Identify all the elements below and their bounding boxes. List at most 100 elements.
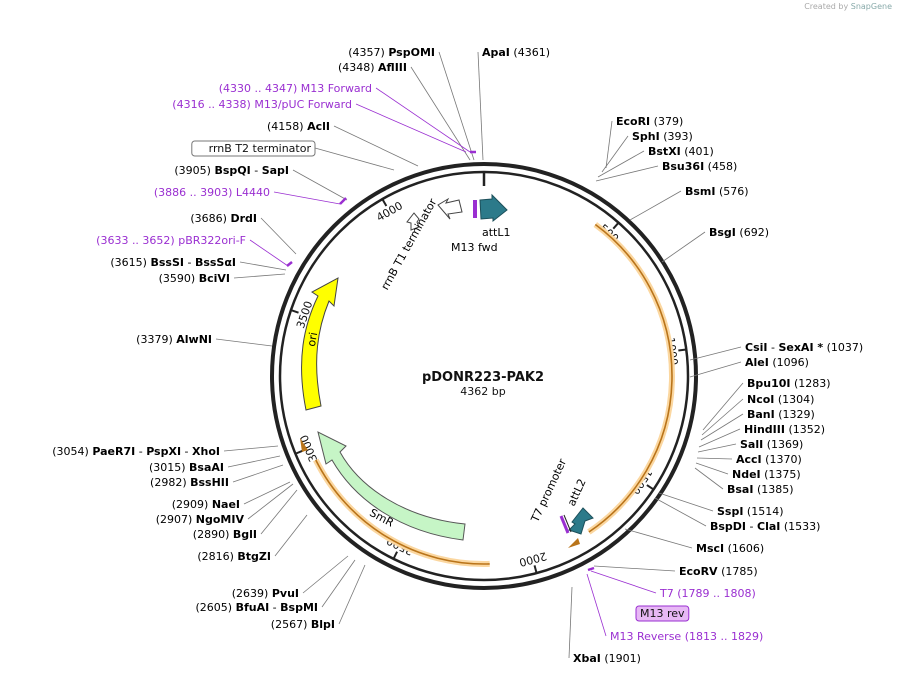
- site-bfuai[interactable]: (2605) BfuAI - BspMI: [195, 601, 318, 614]
- attl1-feature-arrow[interactable]: [479, 193, 508, 223]
- site-acci[interactable]: AccI (1370): [736, 453, 802, 466]
- smr-feature-arrow[interactable]: [317, 431, 466, 541]
- label-part: SapI: [262, 164, 289, 177]
- bsai-leader: [694, 467, 724, 490]
- site-naei[interactable]: (2909) NaeI: [172, 498, 240, 511]
- site-bsaai[interactable]: (3015) BsaAI: [149, 461, 224, 474]
- site-pbr[interactable]: (3633 .. 3652) pBR322ori-F: [96, 234, 246, 247]
- site-ngomiv[interactable]: (2907) NgoMIV: [156, 513, 245, 526]
- t7-promoter-mark: [563, 514, 572, 533]
- site-drdi[interactable]: (3686) DrdI: [190, 212, 257, 225]
- right-site-labels: EcoRI (379) SphI (393) BstXI (401) Bsu36I (…: [573, 115, 863, 665]
- label-part: Bpu10I: [747, 377, 791, 390]
- site-xbai[interactable]: XbaI (1901): [573, 652, 641, 665]
- site-alei[interactable]: AleI (1096): [745, 356, 809, 369]
- label-part: M13 Forward: [301, 82, 372, 95]
- site-paer7i[interactable]: (3054) PaeR7I - PspXI - XhoI: [52, 445, 220, 458]
- site-bspqi[interactable]: (3905) BspQI - SapI: [174, 164, 289, 177]
- apai-label: ApaI (4361): [482, 46, 550, 59]
- site-ecori[interactable]: EcoRI (379): [616, 115, 683, 128]
- site-ecorv[interactable]: EcoRV (1785): [679, 565, 758, 578]
- feature-arc-pak2[interactable]: [588, 223, 673, 533]
- site-bcivi[interactable]: (3590) BciVI: [159, 272, 230, 285]
- apai-leader: [477, 51, 484, 161]
- site-bsssi[interactable]: (3615) BssSI - BssSαI: [110, 256, 236, 269]
- site-hindiii[interactable]: HindIII (1352): [744, 423, 825, 436]
- site-m13f[interactable]: (4330 .. 4347) M13 Forward: [219, 82, 372, 95]
- tick-label: 4000: [374, 199, 405, 224]
- rrnb-t1-small-arrow[interactable]: [406, 212, 420, 231]
- site-sspi[interactable]: SspI (1514): [717, 505, 784, 518]
- label-part: (1329): [775, 408, 815, 421]
- site-bsu36i[interactable]: Bsu36I (458): [662, 160, 737, 173]
- site-m13reverse[interactable]: M13 Reverse (1813 .. 1829): [610, 630, 763, 643]
- site-sali[interactable]: SalI (1369): [740, 438, 803, 451]
- bfuai-label: (2605) BfuAI - BspMI: [195, 601, 318, 614]
- label-part: ClaI: [757, 520, 780, 533]
- label-part: (3886 .. 3903): [154, 186, 236, 199]
- site-l4440[interactable]: (3886 .. 3903) L4440: [154, 186, 270, 199]
- tick-label: 2000: [518, 549, 548, 569]
- blpi-label: (2567) BlpI: [271, 618, 335, 631]
- attl2-feature-arrow[interactable]: [568, 507, 594, 535]
- label-part: (2907): [156, 513, 196, 526]
- left-site-labels: (4357) PspOMI ApaI (4361) (4348) AflIII (43…: [52, 46, 550, 631]
- site-bsai[interactable]: BsaI (1385): [727, 483, 794, 496]
- site-bsshii[interactable]: (2982) BssHII: [150, 476, 229, 489]
- site-csii[interactable]: CsiI - SexAI * (1037): [745, 341, 863, 354]
- msci-label: MscI (1606): [696, 542, 764, 555]
- site-bsmi[interactable]: BsmI (576): [685, 185, 749, 198]
- label-part: (1533): [780, 520, 820, 533]
- site-msci[interactable]: MscI (1606): [696, 542, 764, 555]
- rrnb-t1-terminator-arrow[interactable]: [437, 197, 463, 220]
- site-t7[interactable]: T7 (1789 .. 1808): [659, 587, 756, 600]
- site-m13rev[interactable]: M13 rev: [635, 605, 690, 622]
- site-bspdi[interactable]: BspDI - ClaI (1533): [710, 520, 820, 533]
- snapgene-watermark: Created by SnapGene: [804, 2, 892, 11]
- ecori-label: EcoRI (379): [616, 115, 683, 128]
- m13-fwd-primer-mark: [473, 200, 477, 218]
- site-aflii[interactable]: (4348) AflIII: [338, 61, 407, 74]
- label-part: -: [135, 445, 146, 458]
- acci-label: AccI (1370): [736, 453, 802, 466]
- bsmi-leader: [629, 190, 682, 221]
- site-bsgi[interactable]: BsgI (692): [709, 226, 769, 239]
- watermark-brand: SnapGene: [850, 2, 892, 11]
- site-bani[interactable]: BanI (1329): [747, 408, 815, 421]
- site-acli[interactable]: (4158) AclI: [267, 120, 330, 133]
- tick-mark: [646, 484, 655, 491]
- csii-label: CsiI - SexAI * (1037): [745, 341, 863, 354]
- site-alwni[interactable]: (3379) AlwNI: [136, 333, 212, 346]
- site-bgli[interactable]: (2890) BglI: [193, 528, 257, 541]
- site-bstxi[interactable]: BstXI (401): [648, 145, 714, 158]
- label-part: XhoI: [192, 445, 220, 458]
- sphi-label: SphI (393): [632, 130, 693, 143]
- site-bpu10i[interactable]: Bpu10I (1283): [747, 377, 831, 390]
- label-part: AlwNI: [176, 333, 212, 346]
- site-ncoi[interactable]: NcoI (1304): [747, 393, 814, 406]
- t7-promoter-label: T7 promoter: [528, 456, 569, 525]
- rrnbt2-label: rrnB T2 terminator: [209, 142, 312, 155]
- paer7i-leader: [223, 445, 279, 452]
- label-part: BanI: [747, 408, 775, 421]
- site-sphi[interactable]: SphI (393): [632, 130, 693, 143]
- site-apai[interactable]: ApaI (4361): [482, 46, 550, 59]
- label-part: NdeI: [732, 468, 761, 481]
- pvui-label: (2639) PvuI: [232, 587, 299, 600]
- label-part: (1370): [762, 453, 802, 466]
- label-part: (1369): [763, 438, 803, 451]
- tick-label: 3000: [297, 433, 320, 464]
- site-blpi[interactable]: (2567) BlpI: [271, 618, 335, 631]
- site-ndei[interactable]: NdeI (1375): [732, 468, 801, 481]
- tick-mark: [381, 198, 388, 207]
- site-pvui[interactable]: (2639) PvuI: [232, 587, 299, 600]
- label-part: SexAI *: [778, 341, 823, 354]
- label-part: (3379): [136, 333, 176, 346]
- site-btgzi[interactable]: (2816) BtgZI: [197, 550, 271, 563]
- label-part: BglI: [233, 528, 257, 541]
- site-psp[interactable]: (4357) PspOMI: [348, 46, 435, 59]
- ori-feature-arrow[interactable]: [301, 277, 339, 411]
- site-rrnbt2[interactable]: rrnB T2 terminator: [191, 140, 316, 157]
- site-m13puc[interactable]: (4316 .. 4338) M13/pUC Forward: [172, 98, 352, 111]
- feature-arc-smr[interactable]: [315, 459, 490, 565]
